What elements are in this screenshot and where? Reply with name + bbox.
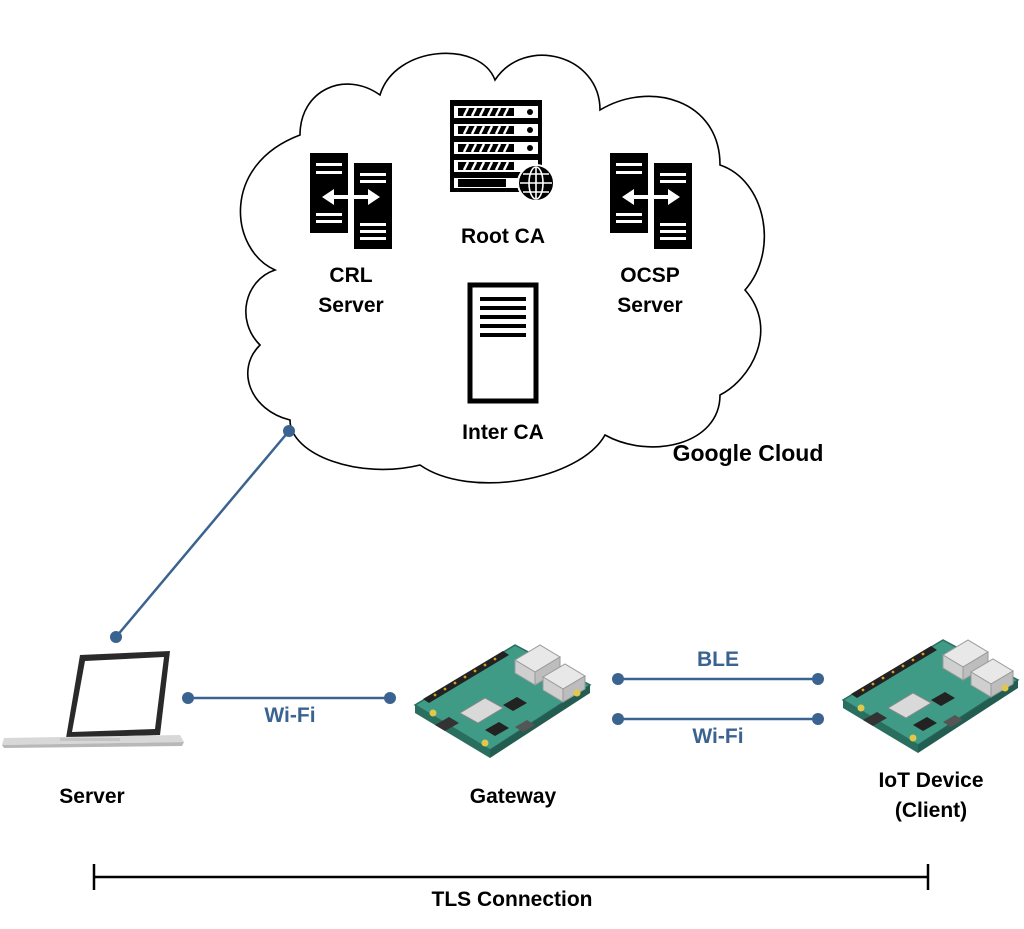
tls-bracket [92, 864, 930, 890]
iot-label-line2: (Client) [895, 799, 967, 822]
crl-label-line2: Server [318, 294, 383, 317]
gateway-iot-wifi-link [612, 713, 824, 725]
server-label: Server [59, 785, 124, 808]
inter-ca-label: Inter CA [462, 421, 544, 444]
crl-label-line1: CRL [329, 264, 372, 287]
server-gateway-link [182, 692, 396, 704]
iot-board-icon [842, 639, 1019, 754]
ocsp-label-line2: Server [617, 294, 682, 317]
iot-label-line1: IoT Device [878, 769, 983, 792]
server-rack-globe-icon [450, 100, 555, 202]
gateway-label: Gateway [470, 785, 557, 808]
server-gateway-wifi-label: Wi-Fi [264, 704, 315, 727]
tls-label: TLS Connection [432, 888, 593, 911]
gateway-iot-ble-link [612, 673, 824, 685]
gateway-board-icon [414, 644, 591, 759]
root-ca-label: Root CA [461, 225, 545, 248]
ble-label: BLE [697, 648, 739, 671]
cloud-label: Google Cloud [673, 440, 824, 466]
laptop-icon [2, 651, 184, 748]
server-tower-icon [467, 282, 539, 404]
ocsp-label-line1: OCSP [620, 264, 680, 287]
gateway-iot-wifi-label: Wi-Fi [692, 725, 743, 748]
cloud-server-link [110, 425, 295, 643]
